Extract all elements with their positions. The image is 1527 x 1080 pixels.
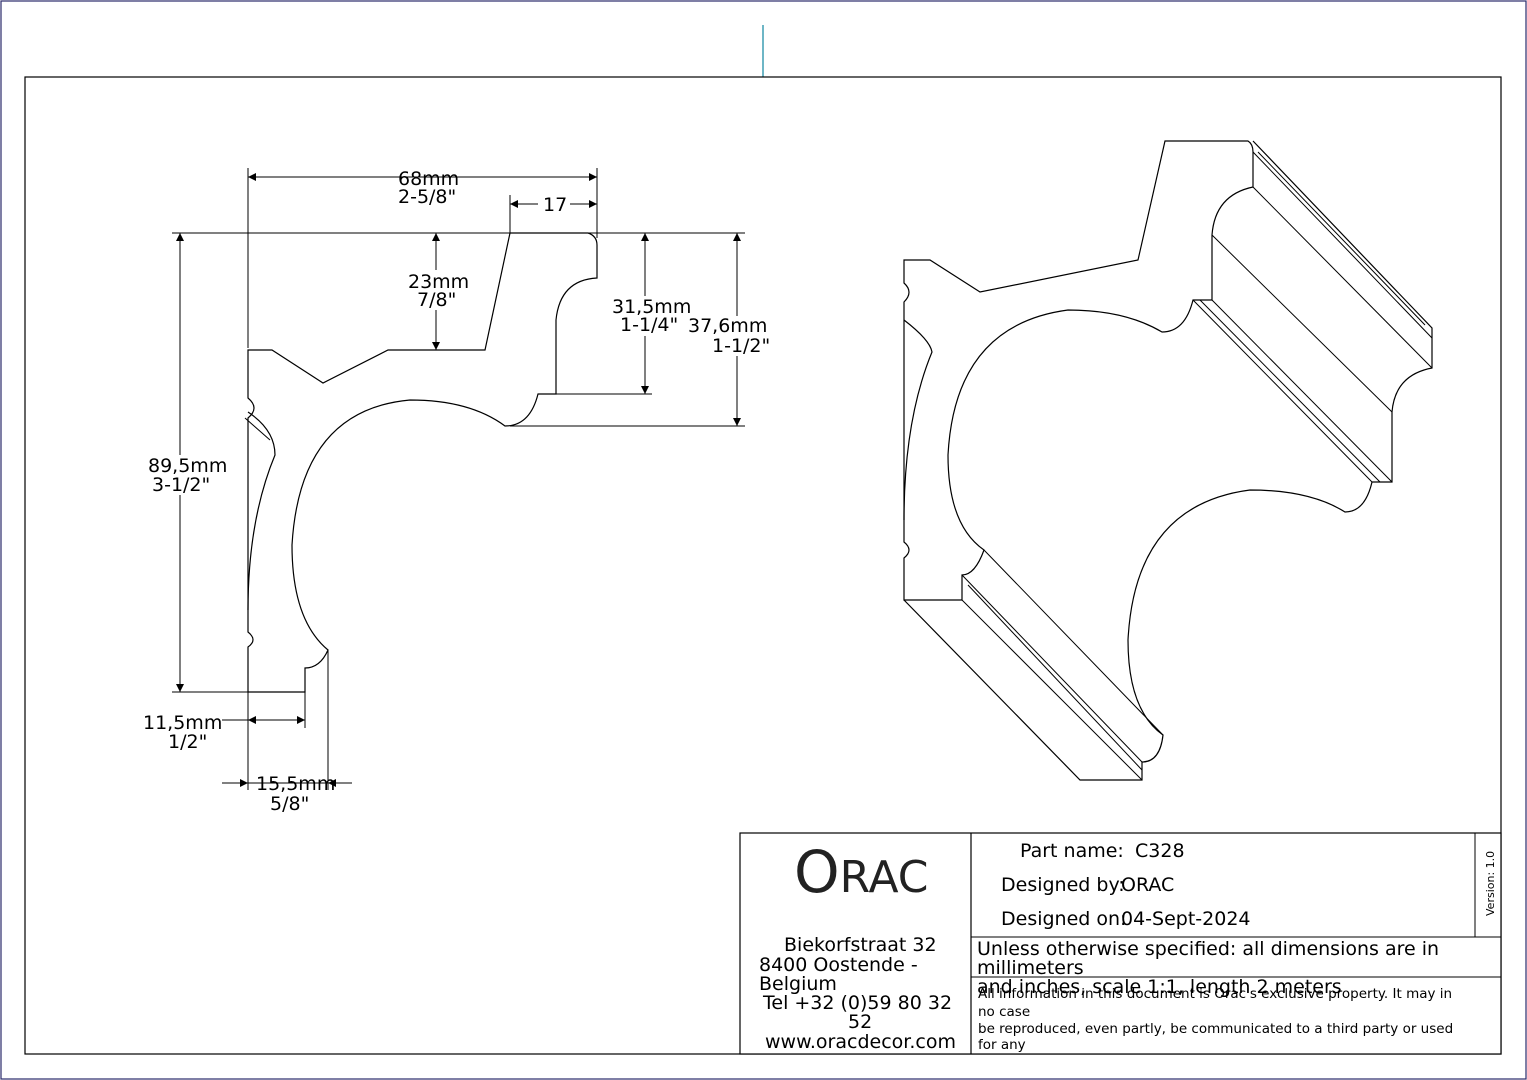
address-city: 8400 Oostende - [759,954,918,976]
dim-drop-large-mm: 37,6mm [688,315,767,337]
address-tel-line1: Tel +32 (0)59 80 32 [762,992,952,1014]
legal-line2: no case [978,1004,1030,1020]
address-country: Belgium [759,973,837,995]
dim-width-total-inch: 2-5/8" [398,186,456,208]
dim-height-total-mm: 89,5mm [148,455,227,477]
dim-foot-width-mm: 11,5mm [143,712,222,734]
spec-line3: and inches, scale 1:1, length 2 meters [977,976,1342,998]
extension-lines [172,168,745,790]
dim-depth-inner-inch: 7/8" [417,289,456,311]
isometric-view [903,140,1433,781]
legal-line3: be reproduced, even partly, be communica… [978,1021,1453,1037]
dim-drop-small-inch: 1-1/4" [620,314,678,336]
dim-drop-small-mm: 31,5mm [612,296,691,318]
part-name-label: Part name: [1020,840,1124,862]
dim-height-total-inch: 3-1/2" [152,474,210,496]
profile-section-view [244,232,598,693]
designed-by-label: Designed by: [1001,874,1125,896]
legal-line1: All information in this document is Orac… [978,986,1452,1002]
spec-line2: millimeters [977,957,1084,979]
version-label: Version: 1.0 [1484,851,1497,916]
dim-drop-large-inch: 1-1/2" [712,335,770,357]
address-street: Biekorfstraat 32 [784,934,937,956]
orac-logo-initial: O [794,838,840,906]
spec-line1: Unless otherwise specified: all dimensio… [977,938,1439,960]
designed-by-value: ORAC [1121,874,1174,896]
dim-width-total-mm: 68mm [398,168,459,190]
part-name-value: C328 [1135,840,1185,862]
dim-depth-inner-mm: 23mm [408,271,469,293]
website-link[interactable]: www.oracdecor.com [765,1031,956,1053]
designed-on-label: Designed on: [1001,908,1126,930]
designed-on-value: 04-Sept-2024 [1121,908,1251,930]
dim-foot-offset-mm: 15,5mm [256,773,335,795]
orac-logo: ORAC [794,838,929,906]
dimension-labels: 68mm 2-5/8" 17 23mm 7/8" 31,5mm 1-1/4" 3… [143,168,772,815]
dim-width-top-mm: 17 [543,194,567,216]
title-block: ORAC Biekorfstraat 32 8400 Oostende - Be… [739,832,1502,1055]
legal-line4: for any [978,1037,1026,1053]
dim-foot-offset-inch: 5/8" [270,793,309,815]
dim-foot-width-inch: 1/2" [168,731,207,753]
orac-logo-rest: RAC [840,852,929,903]
address-tel-line2: 52 [848,1011,872,1033]
